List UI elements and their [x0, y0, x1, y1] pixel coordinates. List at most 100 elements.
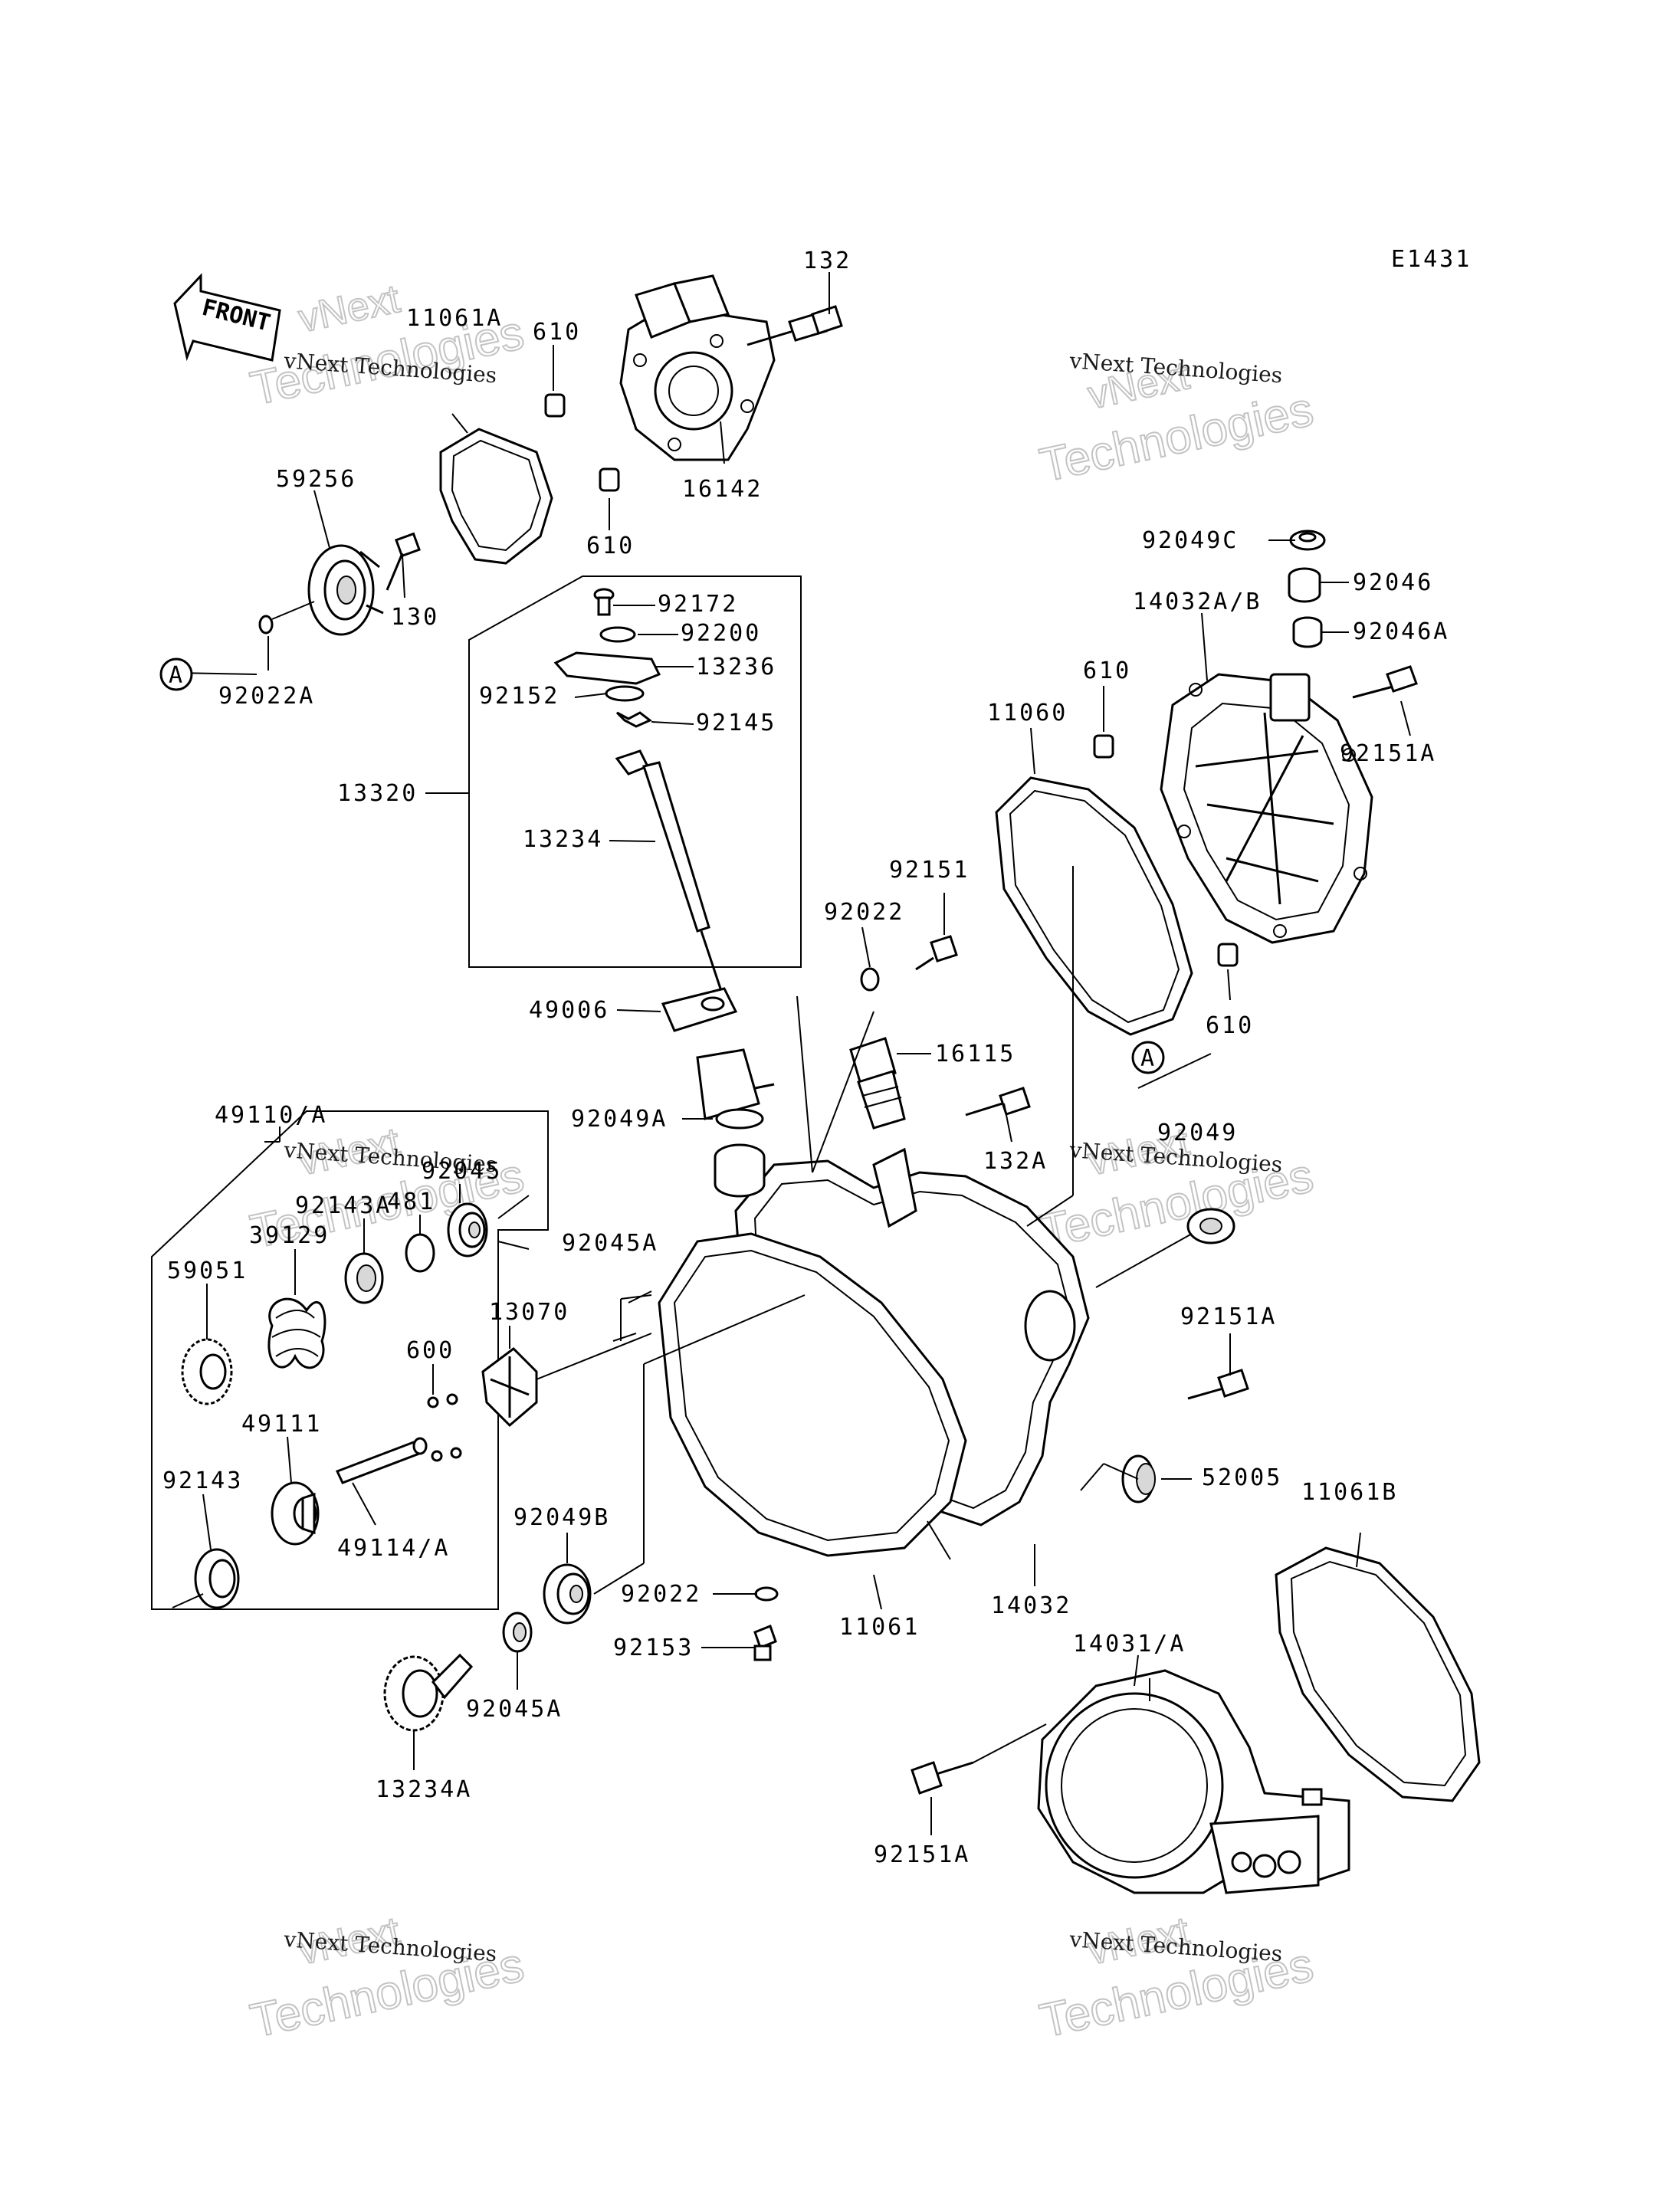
svg-text:A: A	[169, 662, 185, 689]
label-13320: 13320	[337, 780, 418, 807]
leader-lines	[176, 272, 1411, 1835]
ref-marker-A-right: A	[1131, 1041, 1165, 1074]
filler-plug-16115	[849, 1037, 906, 1130]
label-49114A: 49114/A	[337, 1535, 450, 1562]
bolt-92151A-lower	[911, 1761, 974, 1795]
label-92046: 92046	[1353, 569, 1433, 596]
dowel-610-c	[1093, 734, 1114, 759]
label-130: 130	[391, 604, 439, 631]
bolt-92151	[915, 935, 958, 971]
magneto-cover-14031A	[1037, 1669, 1350, 1894]
seal-92143	[194, 1548, 240, 1609]
label-92151A-middle: 92151A	[1180, 1303, 1277, 1330]
label-132A: 132A	[983, 1148, 1048, 1175]
bearing-92045	[447, 1202, 488, 1258]
label-14031A: 14031/A	[1073, 1631, 1186, 1658]
label-52005: 52005	[1202, 1464, 1282, 1491]
label-11061: 11061	[839, 1614, 920, 1641]
label-49006: 49006	[529, 997, 609, 1024]
bolt-132	[746, 305, 843, 346]
label-600: 600	[406, 1337, 454, 1364]
label-92172: 92172	[658, 591, 738, 618]
oring-92049A	[715, 1108, 764, 1130]
dowel-610-d	[1217, 943, 1239, 967]
gear-59051	[181, 1338, 233, 1405]
clutch-cover-14032AB	[1160, 673, 1373, 944]
bearing-92045-marks	[497, 1195, 530, 1250]
gasket-11061B	[1275, 1546, 1481, 1802]
impeller-59256	[307, 544, 384, 636]
label-610-c: 610	[1083, 657, 1131, 684]
bolt-92151A-middle	[1187, 1369, 1249, 1400]
svg-text:A: A	[1140, 1045, 1157, 1072]
label-14032AB: 14032A/B	[1133, 589, 1262, 615]
label-92046A: 92046A	[1353, 618, 1449, 645]
label-14032: 14032	[991, 1592, 1071, 1619]
plug-92046	[1288, 567, 1321, 603]
label-92045: 92045	[422, 1158, 502, 1185]
label-92049: 92049	[1157, 1120, 1238, 1146]
label-11061A: 11061A	[406, 305, 503, 332]
washer-92022A	[258, 615, 274, 635]
label-132: 132	[803, 248, 851, 274]
spring-39129	[267, 1297, 326, 1369]
washer-92200	[599, 626, 636, 643]
bolt-92151A-upper	[1352, 665, 1418, 699]
label-13070: 13070	[489, 1299, 569, 1326]
label-92049C: 92049C	[1142, 527, 1239, 554]
balls-600	[427, 1393, 462, 1462]
label-92152: 92152	[479, 683, 559, 710]
label-92022-upper: 92022	[824, 899, 904, 926]
label-92143A: 92143A	[295, 1192, 392, 1219]
cap-52005	[1121, 1454, 1156, 1503]
washer-92022-upper	[860, 967, 880, 992]
group-box-49110A	[151, 1110, 549, 1610]
label-610-b: 610	[586, 533, 635, 559]
label-92151A-upper: 92151A	[1340, 740, 1436, 767]
bearing-92049B	[543, 1563, 592, 1625]
washer-92152	[605, 685, 645, 702]
label-92151: 92151	[889, 857, 970, 884]
label-92151A-lower: 92151A	[874, 1841, 970, 1868]
valve-49006	[661, 987, 775, 1120]
shaft-49114A	[335, 1437, 428, 1484]
washer-92022-lower	[754, 1586, 779, 1602]
holder-49111	[271, 1481, 320, 1546]
svg-text:vNext: vNext	[295, 277, 405, 341]
circlip-481	[405, 1233, 435, 1273]
label-13234: 13234	[523, 826, 603, 853]
label-16142: 16142	[682, 476, 763, 503]
label-59256: 59256	[276, 466, 356, 493]
label-39129: 39129	[249, 1222, 330, 1249]
gear-13234A	[383, 1653, 474, 1732]
screw-92172	[593, 588, 615, 616]
label-610-a: 610	[533, 319, 581, 346]
label-92049A: 92049A	[571, 1106, 668, 1133]
diagram-code: E1431	[1391, 246, 1472, 273]
impeller-13070	[481, 1347, 538, 1428]
shaft-13234	[615, 749, 722, 989]
label-11061B: 11061B	[1301, 1479, 1398, 1506]
dowel-610-b	[599, 467, 620, 492]
bolt-132A	[965, 1087, 1031, 1117]
label-92022-lower: 92022	[621, 1581, 701, 1608]
label-92022A: 92022A	[218, 683, 315, 710]
bolt-92153	[753, 1625, 777, 1661]
dowel-610-a	[544, 393, 566, 418]
bolt-130	[386, 532, 421, 591]
gasket-11060	[995, 776, 1193, 1036]
label-49111: 49111	[241, 1411, 322, 1438]
label-13234A: 13234A	[376, 1776, 472, 1803]
label-92145: 92145	[696, 710, 776, 736]
label-92045A-lower: 92045A	[466, 1696, 563, 1723]
label-11060: 11060	[987, 700, 1068, 726]
part-labels: 132 610 11061A 16142 610 59256 130 92022…	[162, 248, 1449, 1868]
spring-92145	[615, 711, 652, 728]
group-box-13320	[468, 575, 802, 968]
label-481: 481	[387, 1189, 435, 1215]
label-13236: 13236	[696, 654, 776, 680]
pump-cover-16142	[619, 274, 776, 461]
label-92045A-upper: 92045A	[562, 1230, 658, 1257]
label-92143: 92143	[162, 1467, 243, 1494]
